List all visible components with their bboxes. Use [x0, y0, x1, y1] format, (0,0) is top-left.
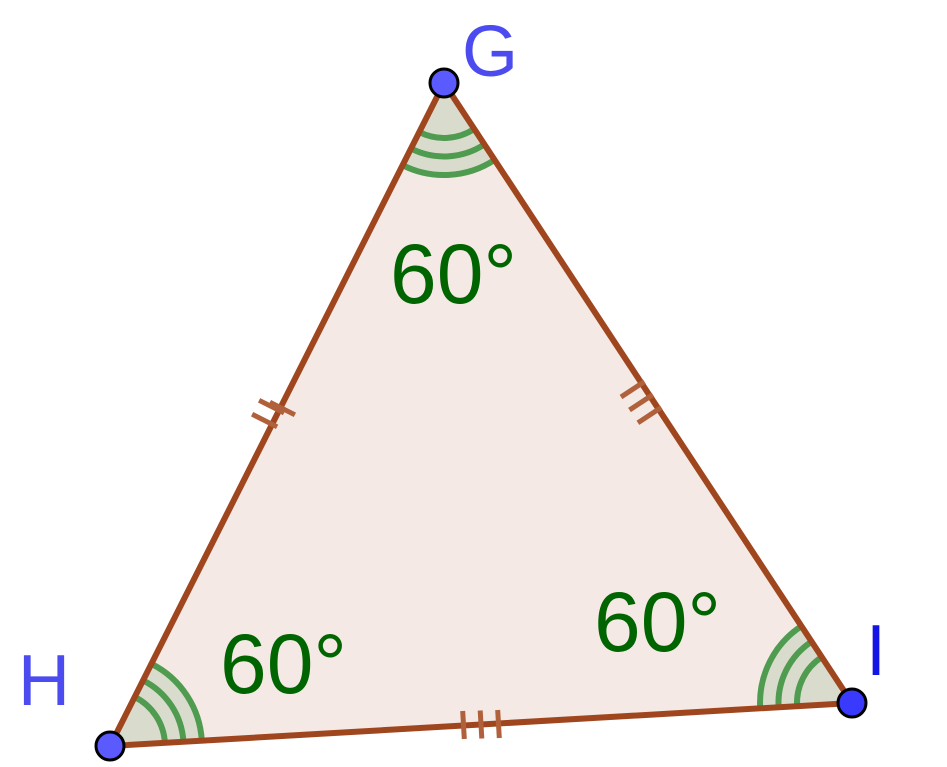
angle-label-h: 60°	[220, 617, 347, 711]
tick-marks	[250, 379, 663, 740]
vertex-label-h: H	[18, 641, 70, 721]
point-h[interactable]	[94, 730, 126, 762]
vertex-label-g: G	[462, 12, 518, 92]
tick-mark-hg	[250, 398, 297, 430]
angle-arc-h-1	[133, 694, 168, 744]
vertex-labels: G H I	[18, 12, 886, 721]
angle-label-g: 60°	[390, 227, 517, 321]
tick-mark-gi	[619, 379, 663, 425]
angle-arc-i-1	[794, 654, 824, 707]
angle-arc-i-2	[775, 639, 814, 708]
angle-arc-g-2	[409, 141, 487, 160]
triangle-fill	[110, 83, 852, 746]
angle-labels: 60° 60° 60°	[220, 227, 721, 711]
vertex-label-i: I	[866, 611, 886, 691]
point-g[interactable]	[428, 67, 460, 99]
side-hg	[107, 80, 447, 749]
angle-arc-h-3	[150, 661, 205, 741]
vertex-points	[94, 67, 868, 762]
angle-arc-h-2	[141, 677, 187, 742]
tick-mark-hi	[460, 709, 502, 740]
angle-arc-g-3	[401, 157, 497, 179]
angle-arc-i-3	[757, 623, 804, 709]
point-i[interactable]	[836, 687, 868, 719]
angle-label-i: 60°	[594, 575, 721, 669]
angle-markers	[110, 83, 852, 746]
side-gi	[441, 80, 855, 706]
angle-arc-g-1	[417, 126, 476, 141]
